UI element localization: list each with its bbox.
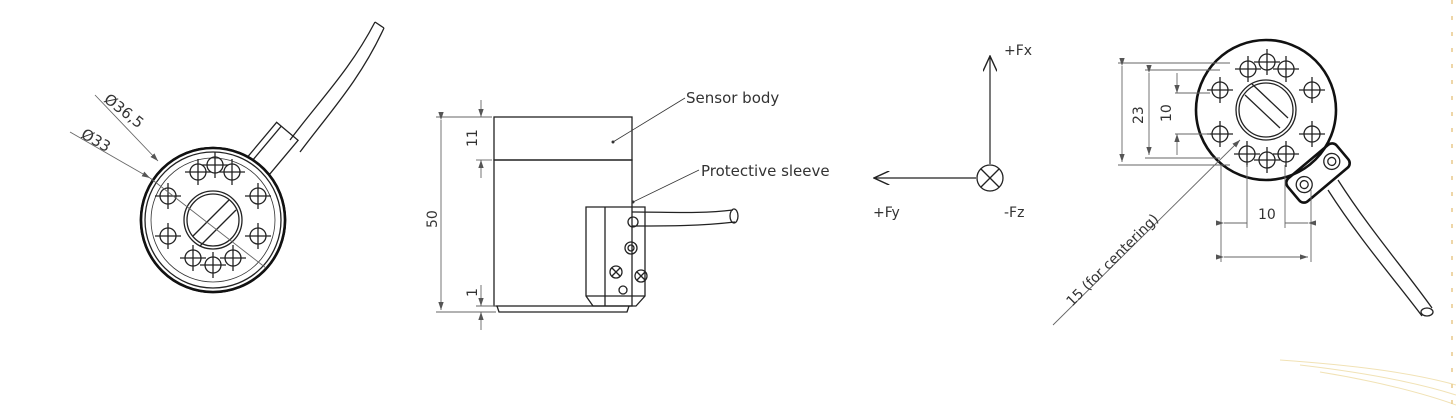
label-fz: -Fz — [1004, 205, 1024, 221]
fz-into-page-icon — [976, 164, 1004, 192]
dim-inner-diameter: Ø33 — [78, 125, 114, 156]
label-fx: +Fx — [1004, 43, 1032, 59]
dim-top: 11 — [465, 129, 481, 147]
dim-height: 50 — [425, 210, 441, 228]
label-fy: +Fy — [873, 205, 900, 221]
force-axes: +Fx +Fy -Fz — [873, 43, 1032, 221]
dim-bottom: 1 — [465, 288, 481, 297]
cable — [289, 21, 385, 153]
dim-line-outer — [94, 94, 159, 162]
dim-line-inner — [69, 131, 151, 179]
cable — [1327, 179, 1433, 317]
mounting-bracket — [1284, 142, 1352, 204]
dim-10-horizontal: 10 — [1258, 207, 1276, 223]
top-view-right: 23 10 10 15 (for centering) — [1052, 38, 1434, 326]
label-sensor-body: Sensor body — [686, 89, 779, 107]
dim-centering: 15 (for centering) — [1064, 211, 1163, 310]
dim-23: 23 — [1131, 106, 1147, 124]
side-view: 50 11 1 Sensor body Protective sleeve — [425, 89, 830, 330]
decorative-swoosh — [1279, 359, 1456, 406]
label-protective-sleeve: Protective sleeve — [701, 162, 830, 180]
protective-sleeve — [585, 206, 646, 307]
top-view-left: Ø36,5 Ø33 — [69, 21, 385, 294]
dim-10-vertical: 10 — [1159, 104, 1175, 122]
cable — [631, 209, 736, 227]
